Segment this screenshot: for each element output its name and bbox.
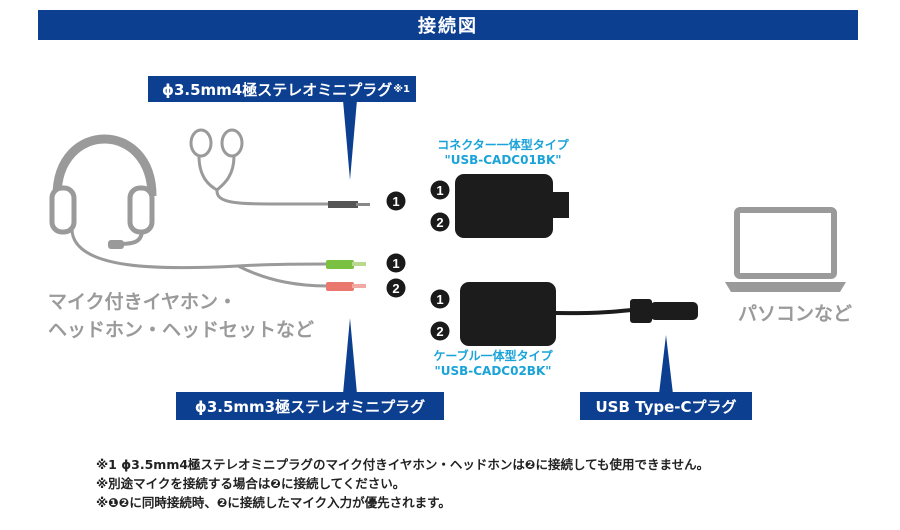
footnote-2: ※別途マイクを接続する場合は❷に接続してください。 bbox=[96, 476, 406, 491]
port-marker-adapter1-2: 2 bbox=[430, 212, 450, 232]
footnote-1: ※1 ϕ3.5mm4極ステレオミニプラグのマイク付きイヤホン・ヘッドホンは❷に接… bbox=[96, 457, 710, 472]
port-marker-adapter2-1: 1 bbox=[430, 289, 450, 309]
headset-cable bbox=[70, 229, 329, 288]
headset-label-line1: マイク付きイヤホン・ bbox=[48, 291, 238, 313]
footnotes: ※1 ϕ3.5mm4極ステレオミニプラグのマイク付きイヤホン・ヘッドホンは❷に接… bbox=[96, 455, 709, 512]
pc-label: パソコンなど bbox=[738, 303, 853, 325]
callout-3pole-pointer bbox=[343, 318, 357, 394]
connector-type-adapter bbox=[455, 174, 569, 238]
callout-usbc-plug: USB Type-Cプラグ bbox=[580, 392, 752, 420]
cable-type-name: ケーブル一体型タイプ bbox=[433, 349, 553, 363]
footnote-3: ※❶❷に同時接続時、❷に接続したマイク入力が優先されます。 bbox=[96, 495, 451, 510]
port-marker-mic-1: 1 bbox=[386, 253, 406, 273]
port-marker-adapter1-1: 1 bbox=[430, 180, 450, 200]
svg-text:1: 1 bbox=[392, 256, 399, 271]
headphone-plug-pink bbox=[326, 282, 354, 291]
connector-type-name: コネクター一体型タイプ bbox=[437, 138, 569, 152]
port-marker-mic-2: 2 bbox=[386, 278, 406, 298]
svg-text:2: 2 bbox=[392, 281, 399, 296]
cable-type-adapter bbox=[460, 282, 698, 346]
callout-4pole-ref: ※1 bbox=[393, 83, 410, 95]
svg-text:2: 2 bbox=[436, 215, 443, 230]
headset-label-line2: ヘッドホン・ヘッドセットなど bbox=[48, 319, 315, 341]
svg-text:1: 1 bbox=[436, 292, 443, 307]
callout-usbc-pointer bbox=[659, 335, 673, 394]
port-marker-adapter2-2: 2 bbox=[430, 321, 450, 341]
svg-text:2: 2 bbox=[436, 324, 443, 339]
callout-4pole-pointer bbox=[343, 100, 357, 180]
earphones-icon bbox=[189, 128, 330, 206]
callout-4pole-text: ϕ3.5mm4極ステレオミニプラグ bbox=[162, 80, 393, 99]
svg-text:1: 1 bbox=[392, 194, 399, 209]
cable-type-label: ケーブル一体型タイプ "USB-CADC02BK" bbox=[418, 349, 568, 379]
earphone-4pole-plug bbox=[328, 201, 358, 208]
connector-type-label: コネクター一体型タイプ "USB-CADC01BK" bbox=[418, 138, 588, 168]
mic-plug-green bbox=[326, 260, 354, 269]
callout-usbc-text: USB Type-Cプラグ bbox=[595, 397, 737, 416]
svg-text:1: 1 bbox=[436, 183, 443, 198]
diagram-title-bar: 接続図 bbox=[38, 10, 858, 40]
callout-3pole-plug: ϕ3.5mm3極ステレオミニプラグ bbox=[176, 392, 444, 420]
headset-icon bbox=[49, 134, 157, 249]
diagram-title: 接続図 bbox=[418, 16, 478, 37]
callout-3pole-text: ϕ3.5mm3極ステレオミニプラグ bbox=[194, 397, 426, 416]
laptop-icon bbox=[725, 207, 846, 292]
port-marker-headset-1: 1 bbox=[386, 191, 406, 211]
callout-4pole-plug: ϕ3.5mm4極ステレオミニプラグ※1 bbox=[148, 76, 416, 102]
cable-type-model: "USB-CADC02BK" bbox=[434, 364, 552, 378]
connector-type-model: "USB-CADC01BK" bbox=[444, 153, 562, 167]
